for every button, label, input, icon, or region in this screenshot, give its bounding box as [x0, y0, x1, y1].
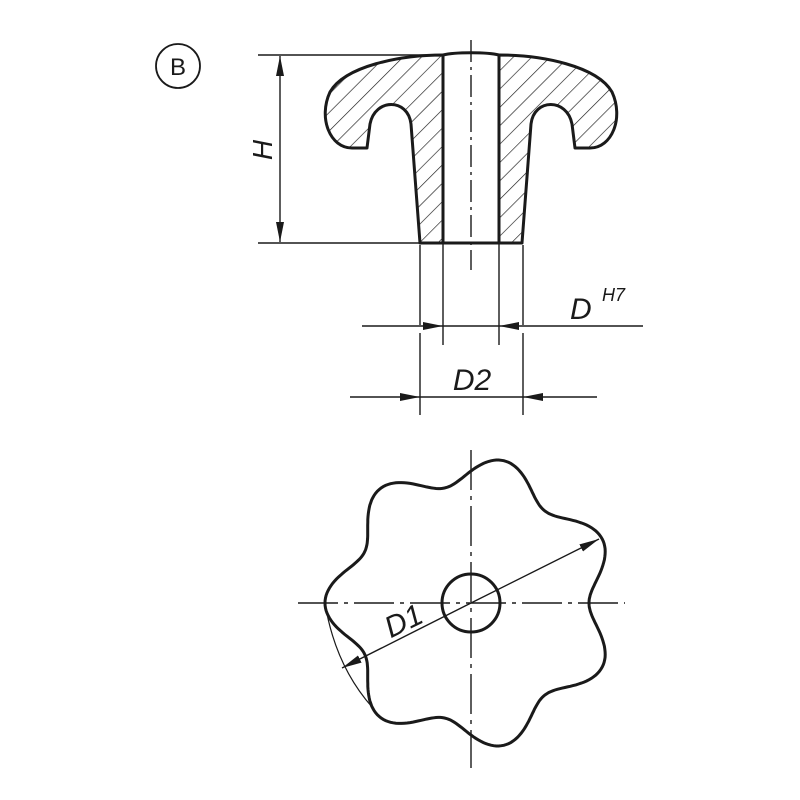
dimension-d2-label: D2 — [453, 364, 492, 397]
top-view — [298, 450, 625, 768]
left-hatched-section — [323, 53, 445, 245]
right-hatched-section — [497, 53, 619, 245]
dimension-h — [258, 54, 445, 244]
dimension-h-label: H — [247, 139, 278, 160]
view-label-b: B — [155, 43, 201, 89]
dimension-d-tolerance: H7 — [602, 285, 626, 305]
dimension-d-label: D — [570, 293, 592, 326]
dimension-d1-label: D1 — [379, 598, 428, 644]
d1-dimension-line — [470, 538, 600, 604]
dimension-d — [362, 243, 643, 345]
d1-reference-arc — [324, 602, 373, 708]
dimension-d2 — [350, 245, 597, 415]
d1-dimension-line-lower — [341, 602, 472, 669]
view-label-text: B — [170, 54, 186, 81]
